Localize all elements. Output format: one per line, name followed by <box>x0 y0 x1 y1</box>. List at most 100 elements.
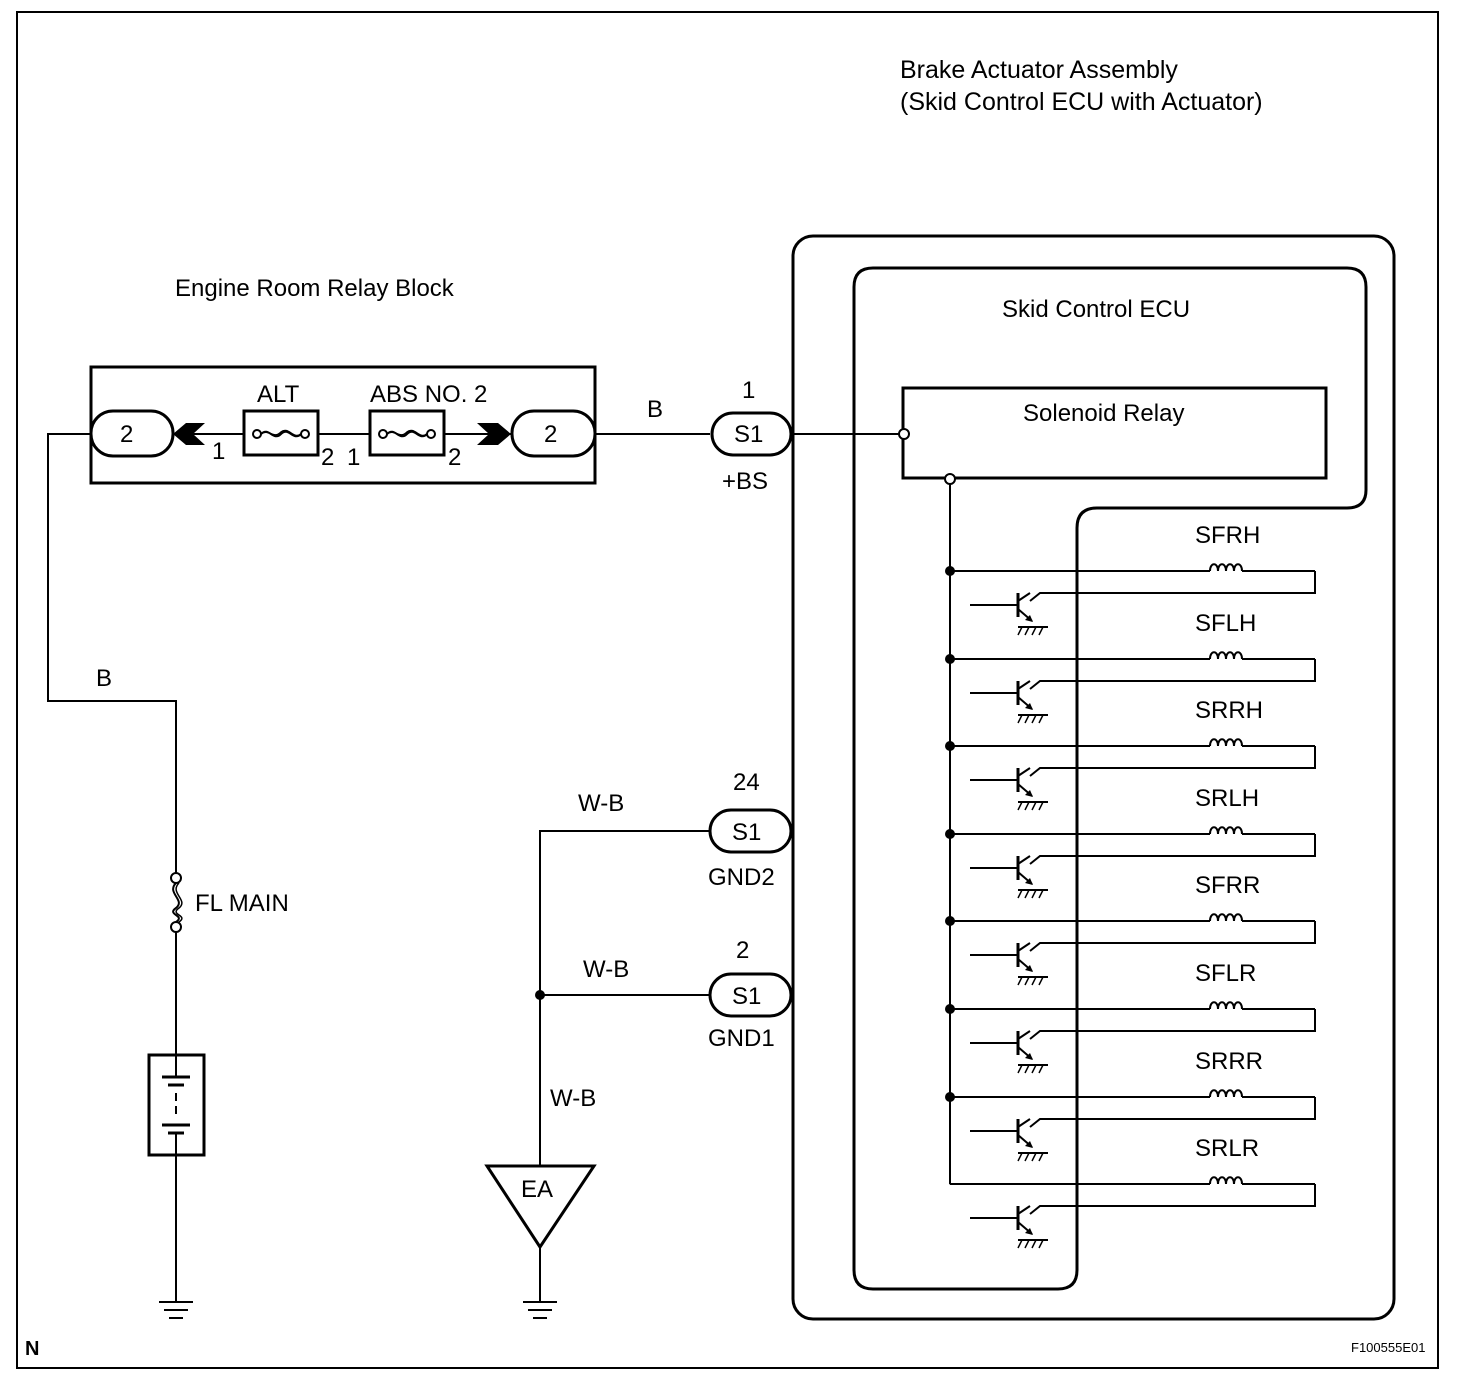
transistor-ground-hatch-sfrh-3 <box>1038 626 1044 636</box>
solenoid-coil-icon-srrr <box>1209 1089 1243 1098</box>
transistor-arrow-icon-srrr <box>1025 1141 1033 1148</box>
solenoid-coil-icon-sfrr <box>1209 913 1243 922</box>
transistor-collector-srrr <box>1017 1118 1031 1128</box>
wire-gnd2-color: W-B <box>578 790 624 817</box>
brake-actuator-title-line2: (Skid Control ECU with Actuator) <box>900 88 1263 116</box>
solenoid-coil-icon-sflr <box>1209 1001 1243 1010</box>
wire-battery-feed-color: B <box>96 665 112 692</box>
wire-ground-ea-color: W-B <box>550 1085 596 1112</box>
transistor-ground-hatch-sflr-3 <box>1038 1064 1044 1074</box>
solenoid-return-sfrh <box>1029 571 1316 602</box>
transistor-collector-srrh <box>1017 767 1031 777</box>
battery-ground-icon <box>159 1301 193 1319</box>
figure-id: F100555E01 <box>1351 1340 1425 1355</box>
solenoid-label-srlh: SRLH <box>1195 785 1259 812</box>
transistor-ground-hatch-srrh-2 <box>1031 801 1037 811</box>
transistor-arrow-icon-srrh <box>1025 790 1033 797</box>
wire-battery-feed <box>47 433 177 873</box>
transistor-collector-sflr <box>1017 1030 1031 1040</box>
solenoid-return-srrh <box>1029 746 1316 777</box>
brake-actuator-box <box>791 234 1396 1321</box>
solenoid-coil-icon-srlh <box>1209 826 1243 835</box>
relay-block-left-chevron-icon <box>173 423 205 445</box>
bs-connector-pin: 1 <box>742 377 755 404</box>
transistor-ground-hatch-srrr-3 <box>1038 1152 1044 1162</box>
transistor-arrow-icon-sflr <box>1025 1053 1033 1060</box>
transistor-collector-sfrh <box>1017 592 1031 602</box>
fl-main-fusible-link-icon <box>170 872 183 933</box>
transistor-ground-hatch-sfrr-3 <box>1038 976 1044 986</box>
bs-connector <box>710 411 793 457</box>
transistor-ground-hatch-sflh-2 <box>1031 714 1037 724</box>
solenoid-label-sfrh: SFRH <box>1195 522 1260 549</box>
solenoid-label-srrh: SRRH <box>1195 697 1263 724</box>
transistor-ground-hatch-sfrh-1 <box>1024 626 1030 636</box>
transistor-ground-hatch-srrh-3 <box>1038 801 1044 811</box>
transistor-arrow-icon-srlr <box>1025 1228 1033 1235</box>
transistor-arrow-icon-sfrr <box>1025 965 1033 972</box>
transistor-ground-hatch-srlr-2 <box>1031 1239 1037 1249</box>
transistor-ground-hatch-srrh-1 <box>1024 801 1030 811</box>
ea-ground-icon <box>523 1301 557 1319</box>
alt-fuse-pin-out: 2 <box>321 444 334 471</box>
wire-gnd1-color: W-B <box>583 956 629 983</box>
battery-icon <box>147 1053 206 1157</box>
transistor-ground-hatch-srlr-1 <box>1024 1239 1030 1249</box>
solenoid-relay-output-terminal <box>944 473 956 485</box>
transistor-collector-sfrr <box>1017 942 1031 952</box>
diagram-frame <box>16 11 1439 1369</box>
transistor-ground-hatch-srrr-1 <box>1024 1152 1030 1162</box>
brake-actuator-title-line1: Brake Actuator Assembly <box>900 56 1178 84</box>
transistor-ground-hatch-srlr-3 <box>1038 1239 1044 1249</box>
transistor-ground-hatch-sfrr-2 <box>1031 976 1037 986</box>
transistor-arrow-icon-srlh <box>1025 878 1033 885</box>
transistor-arrow-icon-sfrh <box>1025 615 1033 622</box>
transistor-ground-hatch-srlh-2 <box>1031 889 1037 899</box>
transistor-ground-hatch-srlh-3 <box>1038 889 1044 899</box>
solenoid-relay-label: Solenoid Relay <box>1023 400 1184 427</box>
bs-connector-name: S1 <box>734 421 763 448</box>
solenoid-label-sflh: SFLH <box>1195 610 1256 637</box>
wire-gnd2 <box>539 830 710 1166</box>
solenoid-return-sfrr <box>1029 921 1316 952</box>
transistor-ground-hatch-sfrr-1 <box>1024 976 1030 986</box>
transistor-ground-hatch-srlh-1 <box>1024 889 1030 899</box>
alt-fuse-label: ALT <box>257 381 300 408</box>
gnd1-connector-pin: 2 <box>736 937 749 964</box>
transistor-collector-srlr <box>1017 1205 1031 1215</box>
gnd-junction-dot <box>535 990 545 1000</box>
solenoid-coil-icon-srlr <box>1209 1176 1243 1185</box>
abs-fuse-pin-out: 2 <box>448 444 461 471</box>
gnd2-connector-name: S1 <box>732 819 761 846</box>
relay-block-title: Engine Room Relay Block <box>175 275 455 302</box>
solenoid-coil-icon-srrh <box>1209 738 1243 747</box>
transistor-ground-hatch-sfrh-2 <box>1031 626 1037 636</box>
gnd1-connector-terminal: GND1 <box>708 1025 775 1052</box>
ground-point-ea-icon <box>484 1164 597 1250</box>
solenoid-label-sfrr: SFRR <box>1195 872 1260 899</box>
skid-control-ecu-title: Skid Control ECU <box>1002 296 1190 323</box>
abs-fuse-pin-in: 1 <box>347 444 360 471</box>
gnd2-connector-pin: 24 <box>733 769 760 796</box>
abs-fuse-label: ABS NO. 2 <box>370 381 487 408</box>
solenoid-return-sflr <box>1029 1009 1316 1040</box>
transistor-ground-hatch-srrr-2 <box>1031 1152 1037 1162</box>
transistor-ground-hatch-sfrh-0 <box>1017 626 1023 636</box>
gnd1-connector <box>708 972 793 1018</box>
transistor-ground-hatch-sflr-2 <box>1031 1064 1037 1074</box>
solenoid-relay-input-terminal <box>898 428 910 440</box>
ground-point-ea-label: EA <box>521 1176 553 1203</box>
gnd2-connector <box>708 808 793 854</box>
wire-relay-to-bs-color: B <box>647 396 663 423</box>
transistor-ground-hatch-srrh-0 <box>1017 801 1023 811</box>
transistor-ground-hatch-sflr-0 <box>1017 1064 1023 1074</box>
solenoid-label-sflr: SFLR <box>1195 960 1256 987</box>
relay-block-left-connector-pin: 2 <box>120 421 133 448</box>
transistor-ground-hatch-sflh-3 <box>1038 714 1044 724</box>
solenoid-label-srrr: SRRR <box>1195 1048 1263 1075</box>
corner-letter: N <box>25 1338 39 1360</box>
relay-block-right-chevron-icon <box>477 423 511 445</box>
solenoid-coil-icon-sfrh <box>1209 563 1243 572</box>
alt-fuse-icon <box>252 429 310 439</box>
